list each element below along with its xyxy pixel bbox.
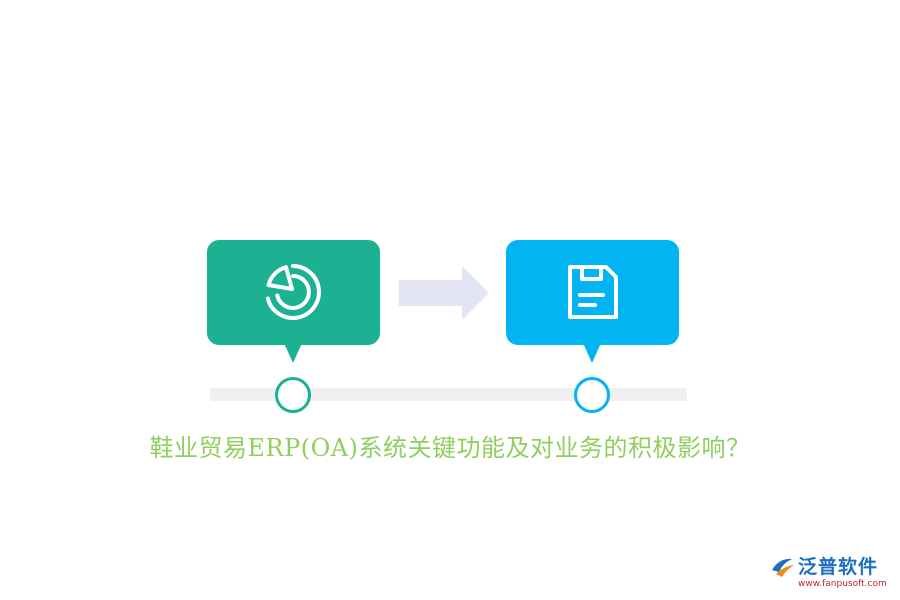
diagram-title: 鞋业贸易ERP(OA)系统关键功能及对业务的积极影响？ (149, 434, 751, 462)
logo-url: www.fanpusoft.com (798, 579, 887, 589)
timeline-track (210, 388, 687, 401)
timeline-node-1 (275, 377, 311, 413)
brand-logo: 泛普软件 www.fanpusoft.com (770, 550, 895, 596)
timeline-node-2 (574, 377, 610, 413)
logo-name: 泛普软件 (798, 556, 879, 578)
step-1-card (207, 240, 380, 363)
right-arrow-icon (399, 266, 489, 320)
step-2-pointer (583, 343, 601, 363)
fanpu-logo-icon (772, 558, 794, 577)
pie-chart-icon (265, 264, 321, 320)
step-1-pointer (284, 343, 302, 363)
save-document-icon (568, 265, 618, 319)
step-2-card (506, 240, 679, 363)
